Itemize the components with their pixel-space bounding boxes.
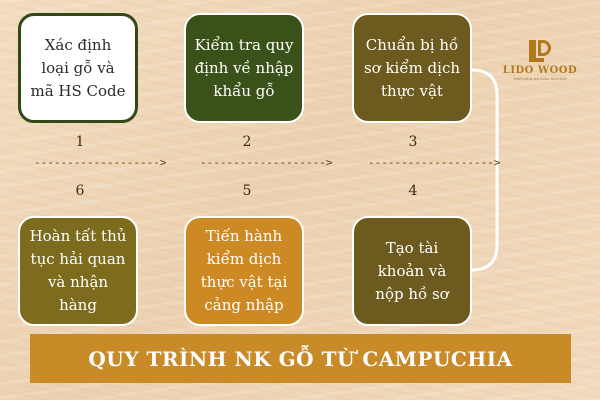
step-4-line-3: nộp hồ sơ	[375, 284, 449, 303]
step-5-number: 5	[242, 183, 252, 199]
step-1-box: Xác định loại gỗ và mã HS Code	[18, 13, 138, 123]
step-3-box: Chuẩn bị hồ sơ kiểm dịch thực vật	[352, 13, 472, 123]
step-1-line-2: loại gỗ và	[41, 58, 115, 77]
step-6-box: Hoàn tất thủ tục hải quan và nhận hàng	[18, 216, 138, 326]
step-2-line-3: khẩu gỗ	[213, 81, 275, 100]
dashed-arrow-2: ------------------->	[200, 156, 333, 169]
banner-title: QUY TRÌNH NK GỖ TỪ CAMPUCHIA	[88, 346, 513, 371]
dashed-arrow-1: ------------------->	[34, 156, 167, 169]
step-3-label: Chuẩn bị hồ sơ kiểm dịch thực vật	[364, 34, 460, 103]
step-6-line-3: và nhận hàng	[47, 273, 109, 314]
step-5-label: Tiến hành kiểm dịch thực vật tại cảng nh…	[201, 225, 288, 317]
step-5-line-4: cảng nhập	[204, 296, 284, 314]
step-5-box: Tiến hành kiểm dịch thực vật tại cảng nh…	[184, 216, 304, 326]
step-4-line-2: khoản và	[377, 261, 447, 280]
step-2-label: Kiểm tra quy định về nhập khẩu gỗ	[195, 34, 294, 103]
step-4-label: Tạo tài khoản và nộp hồ sơ	[375, 237, 448, 306]
step-5-line-2: kiểm dịch	[206, 250, 282, 268]
lido-wood-logo: LIDO WOOD THIẾT KẾ & THI CÔNG NỘI THẤT	[498, 38, 582, 81]
step-4-box: Tạo tài khoản và nộp hồ sơ	[352, 216, 472, 326]
step-6-label: Hoàn tất thủ tục hải quan và nhận hàng	[28, 225, 128, 317]
step-6-line-1: Hoàn tất thủ	[29, 227, 127, 245]
step-2-line-1: Kiểm tra quy	[194, 35, 294, 54]
logo-tagline: THIẾT KẾ & THI CÔNG NỘI THẤT	[513, 77, 567, 81]
step-3-number: 3	[408, 134, 418, 150]
step-1-line-3: mã HS Code	[30, 81, 126, 100]
logo-wordmark: LIDO WOOD	[502, 65, 578, 76]
dashed-arrow-3: ------------------->	[368, 156, 501, 169]
lido-wood-logo-icon	[529, 40, 551, 62]
title-banner: QUY TRÌNH NK GỖ TỪ CAMPUCHIA	[30, 334, 571, 383]
step-3-line-1: Chuẩn bị hồ	[365, 35, 459, 54]
step-5-line-3: thực vật tại	[200, 273, 288, 291]
step-2-number: 2	[242, 134, 252, 150]
step-6-number: 6	[75, 183, 85, 199]
step-1-label: Xác định loại gỗ và mã HS Code	[30, 34, 125, 103]
step-4-number: 4	[408, 183, 418, 199]
step-3-line-2: sơ kiểm dịch	[363, 58, 461, 77]
step-4-line-1: Tạo tài	[385, 238, 439, 257]
step-1-line-1: Xác định	[44, 35, 112, 54]
step-1-number: 1	[75, 134, 85, 150]
step-2-box: Kiểm tra quy định về nhập khẩu gỗ	[184, 13, 304, 123]
step-3-line-3: thực vật	[381, 81, 443, 100]
step-5-line-1: Tiến hành	[205, 227, 283, 245]
step-2-line-2: định về nhập	[194, 58, 294, 77]
step-6-line-2: tục hải quan	[30, 250, 126, 268]
